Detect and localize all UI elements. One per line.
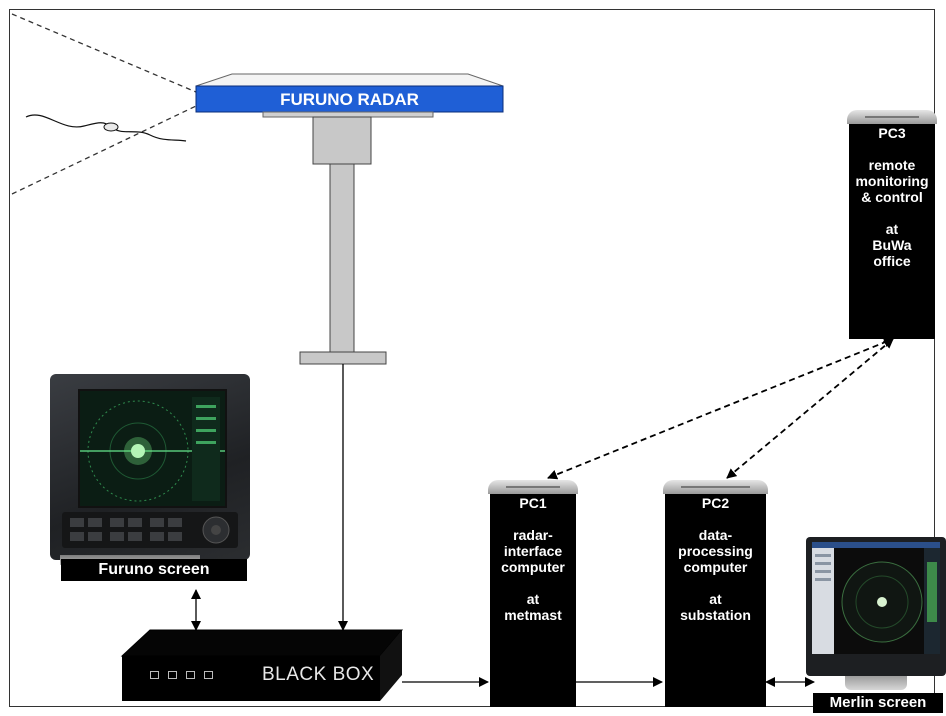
pc3-tower: PC3 remote monitoring & control at BuWa …: [847, 110, 937, 339]
pc3-line: monitoring: [855, 173, 929, 189]
furuno-screen-label: Furuno screen: [61, 559, 247, 581]
pc1-line: interface: [503, 543, 563, 559]
diagram-frame: [9, 9, 935, 707]
furuno-screen-photo: [50, 374, 250, 560]
black-box-label: BLACK BOX: [262, 664, 375, 685]
merlin-radar-display: [812, 542, 940, 654]
pc3-line: BuWa: [872, 237, 912, 253]
black-box-front: [122, 656, 380, 701]
pc3-line: remote: [868, 157, 916, 173]
pc3-name: PC3: [878, 125, 906, 141]
black-box-led: [186, 671, 195, 679]
pc2-line: processing: [678, 543, 753, 559]
radar-dome-top: [195, 73, 504, 87]
radar-beam-lower: [11, 105, 197, 195]
pc2-top-cap: [663, 480, 768, 494]
pc2-description: data- processing computer at substation: [665, 527, 766, 623]
pc1-line: radar-: [513, 527, 553, 543]
merlin-monitor: [806, 537, 946, 676]
merlin-screen-label: Merlin screen: [813, 693, 943, 713]
black-box-led: [204, 671, 213, 679]
radar-beam-upper: [11, 13, 197, 93]
pc1-description: radar- interface computer at metmast: [490, 527, 576, 623]
mast-foot: [299, 351, 387, 365]
pc1-line: [492, 575, 574, 591]
mast-head: [312, 116, 372, 165]
pc1-top-cap: [488, 480, 578, 494]
pc2-line: at: [709, 591, 722, 607]
dashed-link-pc2-pc3: [726, 338, 894, 479]
pc1-line: at: [526, 591, 540, 607]
pc2-line: computer: [683, 559, 748, 575]
pc2-line: [667, 575, 764, 591]
pc1-name: PC1: [519, 495, 547, 511]
pc3-line: at: [885, 221, 899, 237]
bird-body: [103, 122, 119, 132]
dashed-link-pc1-pc3: [547, 337, 894, 480]
pc3-description: remote monitoring & control at BuWa offi…: [849, 157, 935, 269]
pc3-line: [851, 205, 933, 221]
radar-dome-base: [262, 111, 434, 118]
furuno-radar-display: [78, 389, 227, 508]
pc2-tower: PC2 data- processing computer at substat…: [663, 480, 768, 707]
pc1-tower: PC1 radar- interface computer at metmast: [488, 480, 578, 707]
radar-title: FURUNO RADAR: [280, 90, 419, 109]
black-box-led: [168, 671, 177, 679]
pc1-line: computer: [501, 559, 565, 575]
pc2-line: data-: [698, 527, 733, 543]
pc3-line: & control: [861, 189, 923, 205]
merlin-stand: [845, 676, 907, 690]
black-box-top: [120, 629, 404, 657]
pc2-line: substation: [680, 607, 751, 623]
mast-pole: [329, 163, 355, 353]
pc3-top-cap: [847, 110, 937, 124]
pc3-line: office: [873, 253, 911, 269]
radar-dome-band: [195, 85, 504, 113]
pc2-name: PC2: [701, 495, 730, 511]
pc1-line: metmast: [504, 607, 562, 623]
furuno-keypad: [62, 512, 238, 548]
black-box-side: [380, 630, 402, 701]
black-box-led: [150, 671, 159, 679]
